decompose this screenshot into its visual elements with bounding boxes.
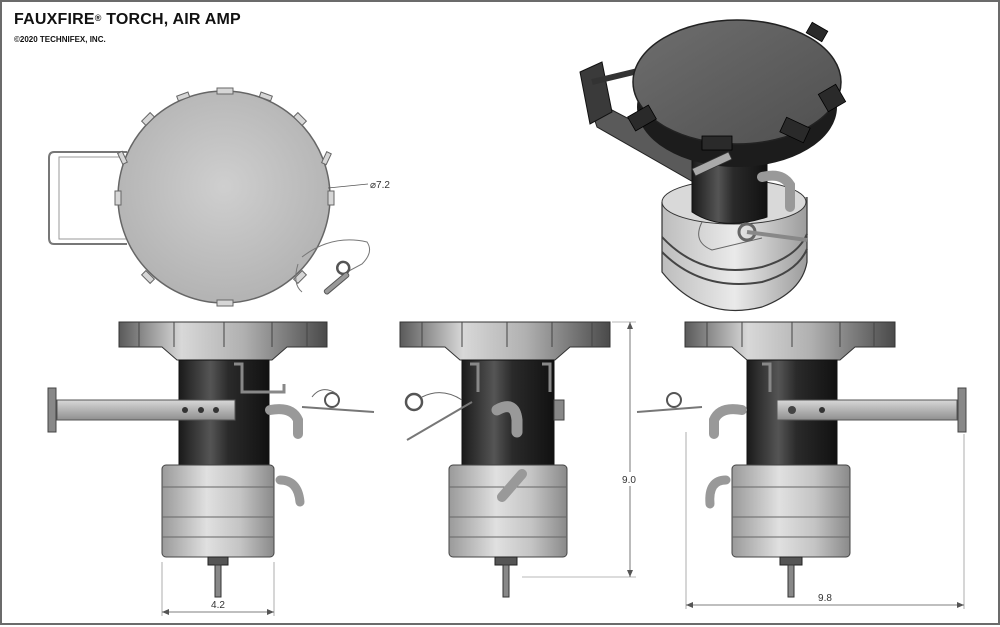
top-view: ⌀7.2 (48, 87, 390, 307)
front-view: 4.2 (47, 321, 375, 616)
copyright-notice: ©2020 TECHNIFEX, INC. (14, 35, 106, 44)
isometric-view (579, 19, 847, 311)
diameter-dimension: ⌀7.2 (370, 180, 390, 191)
rear-view: 9.8 (636, 321, 967, 609)
side-view: 9.0 (399, 321, 640, 598)
drawing-title: FAUXFIRE® TORCH, AIR AMP (14, 11, 241, 28)
height-dimension: 9.0 (622, 475, 636, 486)
overall-width-dimension: 9.8 (818, 593, 832, 604)
base-width-dimension: 4.2 (211, 600, 225, 611)
